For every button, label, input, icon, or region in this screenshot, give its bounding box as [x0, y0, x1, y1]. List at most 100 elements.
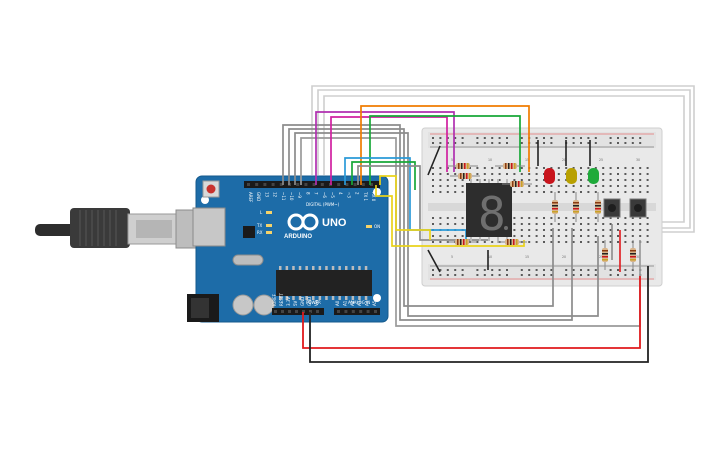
green-wire [369, 115, 521, 185]
red-power-wire [302, 276, 641, 349]
power-jack[interactable] [187, 294, 219, 322]
green-led[interactable] [588, 168, 599, 184]
analog-pin-label: A3 [357, 300, 362, 306]
power-wires[interactable] [302, 266, 649, 363]
col-num-top-10: 10 [488, 158, 492, 162]
tx-led [266, 224, 272, 227]
digital-pin-label: 13 [264, 192, 269, 198]
yellow-wire-2 [379, 175, 431, 240]
display-digit: 8 [478, 187, 506, 241]
power-pin-label: 5V [293, 300, 298, 306]
col-num-top-15: 15 [525, 158, 529, 162]
digital-pin-label: 2 [355, 192, 360, 195]
digital-pin-label: ~3 [346, 192, 351, 198]
breadboard[interactable]: 5 10 15 20 25 30 5 10 15 20 25 30 [421, 127, 663, 287]
col-num-top-5: 5 [451, 158, 453, 162]
analog-pin-label: A4 [365, 300, 370, 306]
resistors[interactable] [447, 163, 636, 270]
col-num-bottom-5: 5 [451, 255, 453, 259]
green-wire-2 [351, 161, 416, 190]
gray-wire-2 [288, 128, 554, 307]
leds[interactable] [544, 168, 599, 184]
usb-jack [192, 207, 226, 247]
resistor-top-middle-2[interactable] [495, 163, 525, 169]
gray-wire-3 [294, 132, 599, 317]
capacitor [253, 294, 275, 316]
resistor-yellow-led[interactable] [573, 192, 579, 222]
usb-cable[interactable] [35, 208, 199, 249]
push-button-2[interactable] [629, 198, 647, 218]
analog-pin-label: A1 [342, 300, 347, 306]
power-label: POWER [306, 300, 321, 305]
power-pin-label: RESET [279, 293, 284, 306]
orange-wire [360, 105, 530, 185]
l-label: L [260, 210, 263, 215]
capacitor [232, 294, 254, 316]
tx-label: TX [256, 223, 262, 228]
digital-wires[interactable] [282, 105, 641, 327]
col-num-top-20: 20 [562, 158, 566, 162]
yellow-led[interactable] [566, 168, 577, 184]
digital-pin-label: 4 [338, 192, 343, 195]
digital-pin-label: ~10 [289, 192, 294, 201]
gray-wire-1 [282, 124, 573, 321]
on-label: ON [374, 224, 380, 229]
brand-label: ARDUINO [284, 234, 312, 240]
power-pin-label: 3.3V [286, 297, 291, 306]
reset-button[interactable] [202, 180, 220, 198]
black-jumper-1 [427, 145, 441, 176]
digital-pin-label: 8 [305, 192, 310, 195]
resistor-button-2[interactable] [630, 240, 636, 270]
atmega-chip [276, 266, 372, 300]
breadboard-col-numbers: 5 10 15 20 25 30 5 10 15 20 25 30 [451, 158, 640, 259]
on-led [366, 225, 372, 228]
digital-header[interactable] [244, 181, 380, 188]
digital-label: DIGITAL (PWM~) [306, 202, 340, 207]
col-num-bottom-15: 15 [525, 255, 529, 259]
analog-label: ANALOG IN [348, 300, 370, 305]
crystal [232, 254, 264, 266]
col-num-top-30: 30 [636, 158, 640, 162]
resistor-red-led[interactable] [552, 192, 558, 222]
digital-pin-label: RX 0 [371, 192, 376, 202]
seven-segment-display[interactable]: 8 [466, 179, 512, 241]
digital-pin-label: ~6 [322, 192, 327, 198]
resistor-bottom-middle[interactable] [497, 239, 527, 245]
power-pin-label: GND [300, 297, 305, 306]
digital-pin-label: ~9 [297, 192, 302, 198]
digital-pin-label: AREF [248, 192, 253, 203]
push-button-1[interactable] [603, 198, 621, 218]
analog-pin-label: A5 [372, 300, 377, 306]
model-label: UNO [322, 217, 347, 229]
rx-label: RX [257, 230, 263, 235]
analog-pin-label: A2 [350, 300, 355, 306]
power-pin-label: Vin [314, 299, 319, 306]
breadboard-jumpers[interactable] [427, 140, 621, 273]
magenta-wire [330, 116, 448, 185]
rx-led [266, 231, 272, 234]
arduino-board[interactable]: L TX RX ON ARDUINO UNO AREF GND 13 12~11~10… [187, 175, 389, 323]
digital-pin-label: ~11 [281, 192, 286, 201]
resistor-top-left-1[interactable] [450, 173, 480, 179]
resistor-top-left-2[interactable] [448, 163, 478, 169]
power-pin-label: IOREF [272, 293, 277, 306]
l-led [266, 211, 272, 214]
digital-pin-label: TX 1 [363, 191, 368, 201]
small-chip [243, 226, 255, 238]
resistor-button-1[interactable] [602, 240, 608, 270]
col-num-bottom-20: 20 [562, 255, 566, 259]
digital-pin-label: ~5 [330, 192, 335, 198]
analog-header[interactable] [334, 308, 380, 315]
digital-pin-label: 7 [314, 192, 319, 195]
digital-pin-label: 12 [273, 192, 278, 198]
resistor-top-middle[interactable] [502, 181, 532, 187]
col-num-bottom-10: 10 [488, 255, 492, 259]
col-num-bottom-30: 30 [636, 255, 640, 259]
resistor-green-led[interactable] [595, 192, 601, 222]
red-led[interactable] [544, 168, 555, 184]
analog-pin-label: A0 [335, 300, 340, 306]
power-pin-label: GND [307, 297, 312, 306]
col-num-top-25: 25 [599, 158, 603, 162]
resistor-bottom-left[interactable] [447, 239, 477, 245]
light-gray-loop-wires[interactable] [311, 85, 695, 233]
